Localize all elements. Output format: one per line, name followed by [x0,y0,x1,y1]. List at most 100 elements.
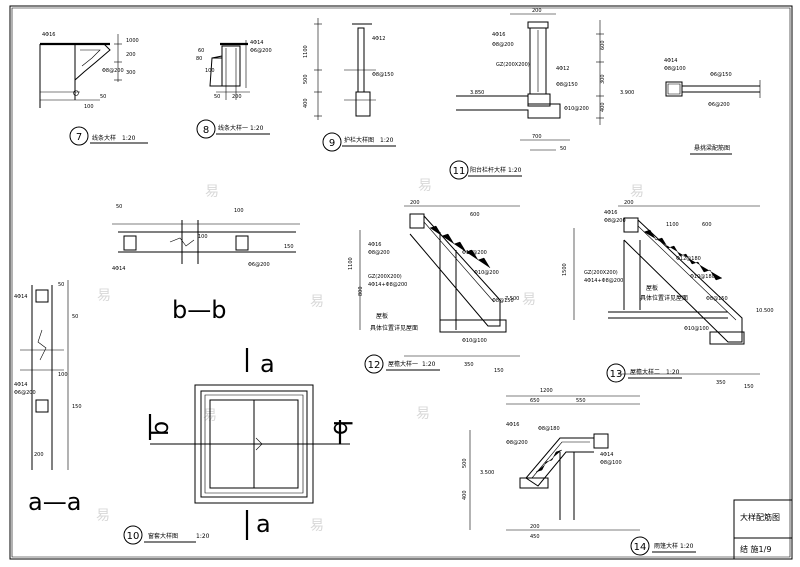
d12-note-ref: 具体位置详见屋面 [370,324,418,332]
d11-dim-5: 700 [532,134,542,140]
d14-elev: 3.500 [480,470,494,476]
d9-dim-1: 1100 [303,45,309,58]
d14-dim-2: 650 [530,398,540,404]
d7-rebar-2: Φ8@200 [102,68,124,74]
cut-a-bottom: a [256,510,271,538]
aa-dim-5: 200 [34,452,44,458]
d13-number-circle [607,364,625,382]
d14-number-circle [631,537,649,555]
detail-9: 1100 500 400 4Φ12 Φ8@150 9 护栏大样图 1:20 [303,18,396,151]
detail-12: 200 600 1100 800 350 150 4Φ16 Φ8@200 GZ(… [348,200,520,374]
d12-rebar-5: Φ10@200 [474,270,499,276]
d13-note-ref: 具体位置详见屋面 [640,294,688,302]
d9-rebar-1: 4Φ12 [372,36,385,42]
detail-11: 200 600 300 400 700 50 3.850 3.900 4Φ16 … [450,8,634,179]
d9-scale: 1:20 [380,137,394,144]
watermark-6: 易 [522,292,536,308]
d14-rebar-4: 4Φ14 [600,452,613,458]
d11-title: 阳台栏杆大样 [470,166,506,174]
sheet-inner-border [12,8,790,557]
aa-rebar-2: 4Φ14 [14,382,27,388]
cantilever-beam-detail: 4Φ14 Φ8@100 Φ6@150 Φ6@200 悬挑梁配筋图 [664,58,760,154]
d12-dim-6: 150 [494,368,504,374]
d14-title: 雨篷大样 [654,542,678,550]
d11-scale: 1:20 [508,167,522,174]
d12-dim-1: 200 [410,200,420,206]
d8-dim-4: 50 [214,94,220,100]
d12-rebar-4: Φ12@200 [462,250,487,256]
d13-rebar-3: 4Φ14+Φ8@200 [584,278,623,284]
d8-title: 线条大样一 [218,124,248,132]
d11-dim-4: 400 [600,102,606,112]
title-block: 大样配筋图 结 施1/9 [734,500,792,559]
d14-dim-5: 400 [462,490,468,500]
detail-10: a a b b 10 窗套大样图 1:20 [124,348,356,544]
detail-8: 60 80 100 50 200 4Φ14 Φ6@200 8 线条大样一 1:2… [196,40,272,138]
watermark-5: 易 [310,294,324,310]
d13-dim-5: 350 [716,380,726,386]
watermark-10: 易 [96,508,110,524]
d14-number: 14 [634,542,647,553]
d13-rebar-2: Φ8@200 [604,218,626,224]
d13-number: 13 [610,369,623,380]
d12-rebar-3: 4Φ14+Φ8@200 [368,282,407,288]
d9-number: 9 [329,138,335,149]
d11-dim-3: 300 [600,74,606,84]
d8-dim-3: 100 [205,68,215,74]
d13-scale: 1:20 [666,369,680,376]
watermark-2: 易 [418,178,432,194]
d11-dim-2: 600 [600,40,606,50]
d14-dim-6: 450 [530,534,540,540]
cut-b-left: b [146,421,174,436]
d9-dim-3: 400 [303,98,309,108]
cut-a-top: a [260,350,275,378]
d7-title: 线条大样 [92,134,116,142]
d11-number-circle [450,161,468,179]
d13-title: 屋檐大样二 [630,368,660,376]
d11-elev-1: 3.850 [470,90,484,96]
watermark-1: 易 [205,184,219,200]
d7-scale: 1:20 [122,135,136,142]
d8-number: 8 [203,125,209,136]
d8-number-circle [197,120,215,138]
d13-rebar-5: Φ10@180 [690,274,715,280]
d12-rebar-6: Φ8@150 [492,298,514,304]
aa-dim-1: 50 [58,282,64,288]
d12-rebar-2: Φ8@200 [368,250,390,256]
watermark-3: 易 [630,184,644,200]
d11-rebar-4: Φ8@150 [556,82,578,88]
d10-number: 10 [127,531,140,542]
d7-number-circle [70,127,88,145]
d14-rebar-3: Φ8@180 [538,426,560,432]
watermark-9: 易 [310,518,324,534]
d13-rebar-7: Φ10@100 [684,326,709,332]
detail-13: 200 1100 600 1500 350 150 4Φ16 Φ8@200 GZ… [562,200,774,390]
beam-rebar-1: 4Φ14 [664,58,677,64]
watermark-8: 易 [416,406,430,422]
d9-rebar-2: Φ8@150 [372,72,394,78]
d13-dim-4: 1500 [562,263,568,276]
d13-dim-1: 200 [624,200,634,206]
d13-rebar-6: Φ8@150 [706,296,728,302]
d10-scale: 1:20 [196,533,210,540]
d11-number: 11 [453,166,466,177]
d11-rebar-5: Φ10@200 [564,106,589,112]
d7-dim-5: 50 [100,94,106,100]
d14-rebar-2: Φ8@200 [506,440,528,446]
d13-dim-6: 150 [744,384,754,390]
d13-gz: GZ(200X200) [584,270,618,276]
d14-dim-1: 1200 [540,388,553,394]
d12-rebar-7: Φ10@100 [462,338,487,344]
d11-dim-1: 200 [532,8,542,14]
d12-note-slab: 屋板 [376,312,388,320]
d14-dim-7: 200 [530,524,540,530]
beam-title: 悬挑梁配筋图 [694,144,730,152]
d12-number-circle [365,355,383,373]
d14-dim-3: 550 [576,398,586,404]
cut-b-right: b [328,420,356,435]
d12-dim-3: 1100 [348,257,354,270]
beam-rebar-2: Φ8@100 [664,66,686,72]
d11-gz: GZ(200X200) [496,62,530,68]
aa-rebar-1: 4Φ14 [14,294,27,300]
